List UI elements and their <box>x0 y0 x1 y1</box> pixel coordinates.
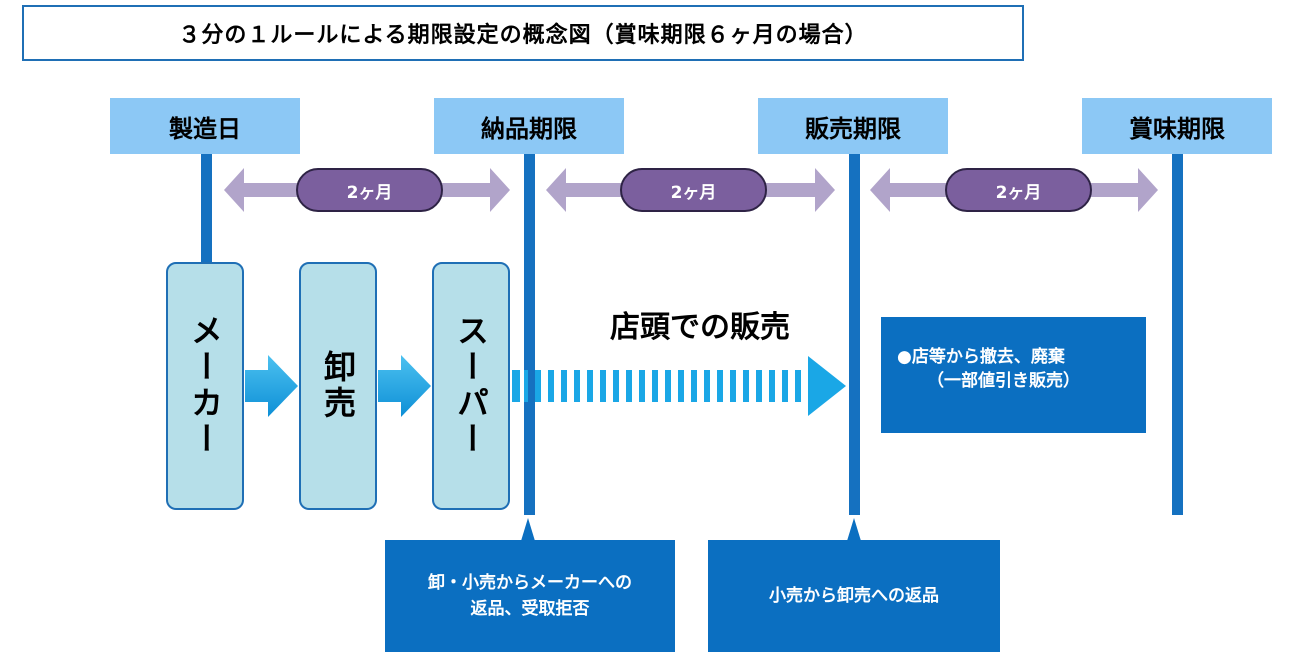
callout-pointer-sales <box>847 518 861 541</box>
disposal-note-line2: （一部値引き販売） <box>927 371 1080 391</box>
disposal-note: ●店等から撤去、廃棄 （一部値引き販売） <box>881 317 1146 433</box>
milestone-best-before-date: 賞味期限 <box>1082 98 1272 154</box>
flow-arrow-maker-to-wholesale <box>245 355 298 417</box>
actor-maker: メーカー <box>166 262 244 510</box>
actor-wholesaler: 卸売 <box>299 262 377 510</box>
callout-sales-returns: 小売から卸売への返品 <box>708 540 1000 652</box>
timeline-line-manufacture <box>201 154 212 264</box>
callout-delivery-line1: 卸・小売からメーカーへの <box>428 573 632 593</box>
callout-delivery-line2: 返品、受取拒否 <box>470 599 590 619</box>
diagram-title: ３分の１ルールによる期限設定の概念図（賞味期限６ヶ月の場合） <box>22 5 1024 61</box>
store-sales-arrow <box>512 356 846 416</box>
duration-pill-1: 2ヶ月 <box>296 168 443 212</box>
store-sales-label: 店頭での販売 <box>610 310 790 345</box>
callout-pointer-delivery <box>521 518 535 541</box>
timeline-line-delivery <box>524 154 535 515</box>
milestone-manufacture-date: 製造日 <box>110 98 300 154</box>
disposal-note-line1: ●店等から撤去、廃棄 <box>897 347 1065 367</box>
timeline-line-best-before <box>1172 154 1183 515</box>
actor-supermarket: スーパー <box>432 262 510 510</box>
callout-sales-line1: 小売から卸売への返品 <box>769 586 939 606</box>
duration-pill-3: 2ヶ月 <box>945 168 1092 212</box>
duration-pill-2: 2ヶ月 <box>620 168 767 212</box>
milestone-sales-deadline: 販売期限 <box>758 98 948 154</box>
timeline-line-sales <box>849 154 860 515</box>
flow-arrow-wholesale-to-super <box>378 355 431 417</box>
milestone-delivery-deadline: 納品期限 <box>434 98 624 154</box>
callout-delivery-returns: 卸・小売からメーカーへの 返品、受取拒否 <box>385 540 675 652</box>
